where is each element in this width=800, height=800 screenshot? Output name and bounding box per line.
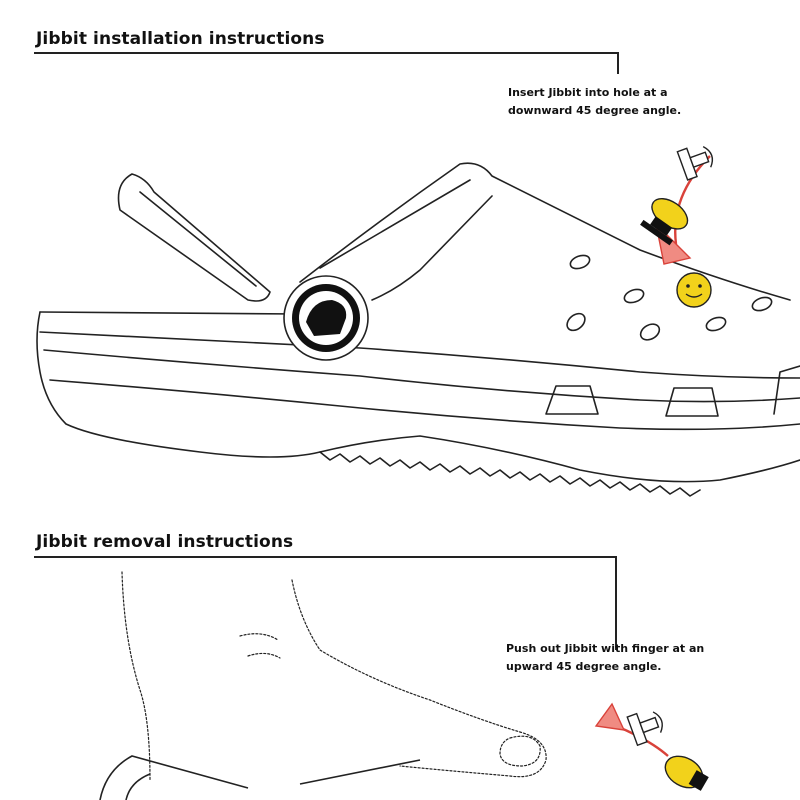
installation-divider	[34, 52, 618, 54]
installation-leader-line	[617, 52, 619, 74]
removal-heading: Jibbit removal instructions	[36, 532, 294, 552]
vent-hole	[566, 312, 586, 332]
clog-strap-partial	[99, 755, 249, 800]
removal-divider	[34, 556, 616, 558]
vent-hole	[705, 316, 727, 332]
installation-heading: Jibbit installation instructions	[36, 29, 325, 49]
installation-section: Jibbit installation instructions Insert …	[34, 29, 800, 497]
removal-note: Push out Jibbit with finger at an upward…	[506, 642, 705, 673]
heel-strap	[117, 173, 271, 302]
vent-hole	[639, 323, 661, 341]
clog-upper	[299, 162, 791, 301]
clog-sole	[36, 311, 800, 483]
removal-section: Jibbit removal instructions Push out Jib…	[0, 520, 800, 800]
finger-removal-illustration	[99, 571, 709, 800]
hand-outline	[121, 571, 151, 781]
vent-hole	[569, 254, 591, 270]
installation-note: Insert Jibbit into hole at a downward 45…	[508, 86, 682, 117]
jibbit-insert-illustration	[640, 145, 714, 308]
vent-hole	[751, 296, 773, 312]
jibbit-smiley	[676, 272, 712, 308]
clog-illustration	[36, 145, 800, 497]
removal-leader-line	[615, 556, 617, 650]
jibbit-removal-illustration	[594, 702, 709, 791]
strap-rivet-logo	[283, 275, 369, 361]
vent-hole	[623, 288, 645, 304]
fingernail	[499, 735, 541, 767]
